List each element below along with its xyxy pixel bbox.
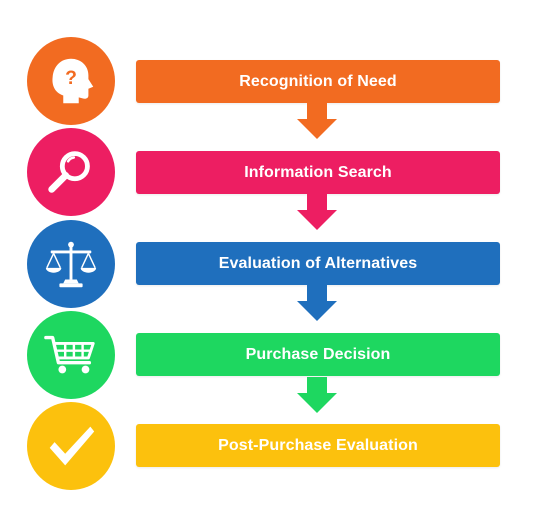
step-purchase-decision: Purchase Decision (136, 333, 500, 376)
recognition-circle: ? (27, 37, 115, 125)
magnifier-icon (42, 143, 100, 201)
question-head-icon: ? (42, 52, 100, 110)
evaluation-circle (27, 220, 115, 308)
shopping-cart-icon (42, 326, 100, 384)
svg-text:?: ? (65, 68, 77, 89)
arrow-down-icon (297, 285, 337, 321)
information-circle (27, 128, 115, 216)
balance-scale-icon (42, 235, 100, 293)
post-purchase-circle (27, 402, 115, 490)
step-post-purchase-evaluation: Post-Purchase Evaluation (136, 424, 500, 467)
arrow-down-icon (297, 194, 337, 230)
step-label: Post-Purchase Evaluation (218, 436, 418, 454)
step-label: Information Search (244, 163, 392, 181)
checkmark-icon (42, 417, 100, 475)
purchase-circle (27, 311, 115, 399)
step-label: Recognition of Need (239, 72, 397, 90)
step-evaluation-of-alternatives: Evaluation of Alternatives (136, 242, 500, 285)
step-label: Evaluation of Alternatives (218, 254, 418, 272)
step-information-search: Information Search (136, 151, 500, 194)
arrow-down-icon (297, 103, 337, 139)
step-recognition-of-need: Recognition of Need (136, 60, 500, 103)
arrow-down-icon (297, 377, 337, 413)
step-label: Purchase Decision (245, 345, 391, 363)
